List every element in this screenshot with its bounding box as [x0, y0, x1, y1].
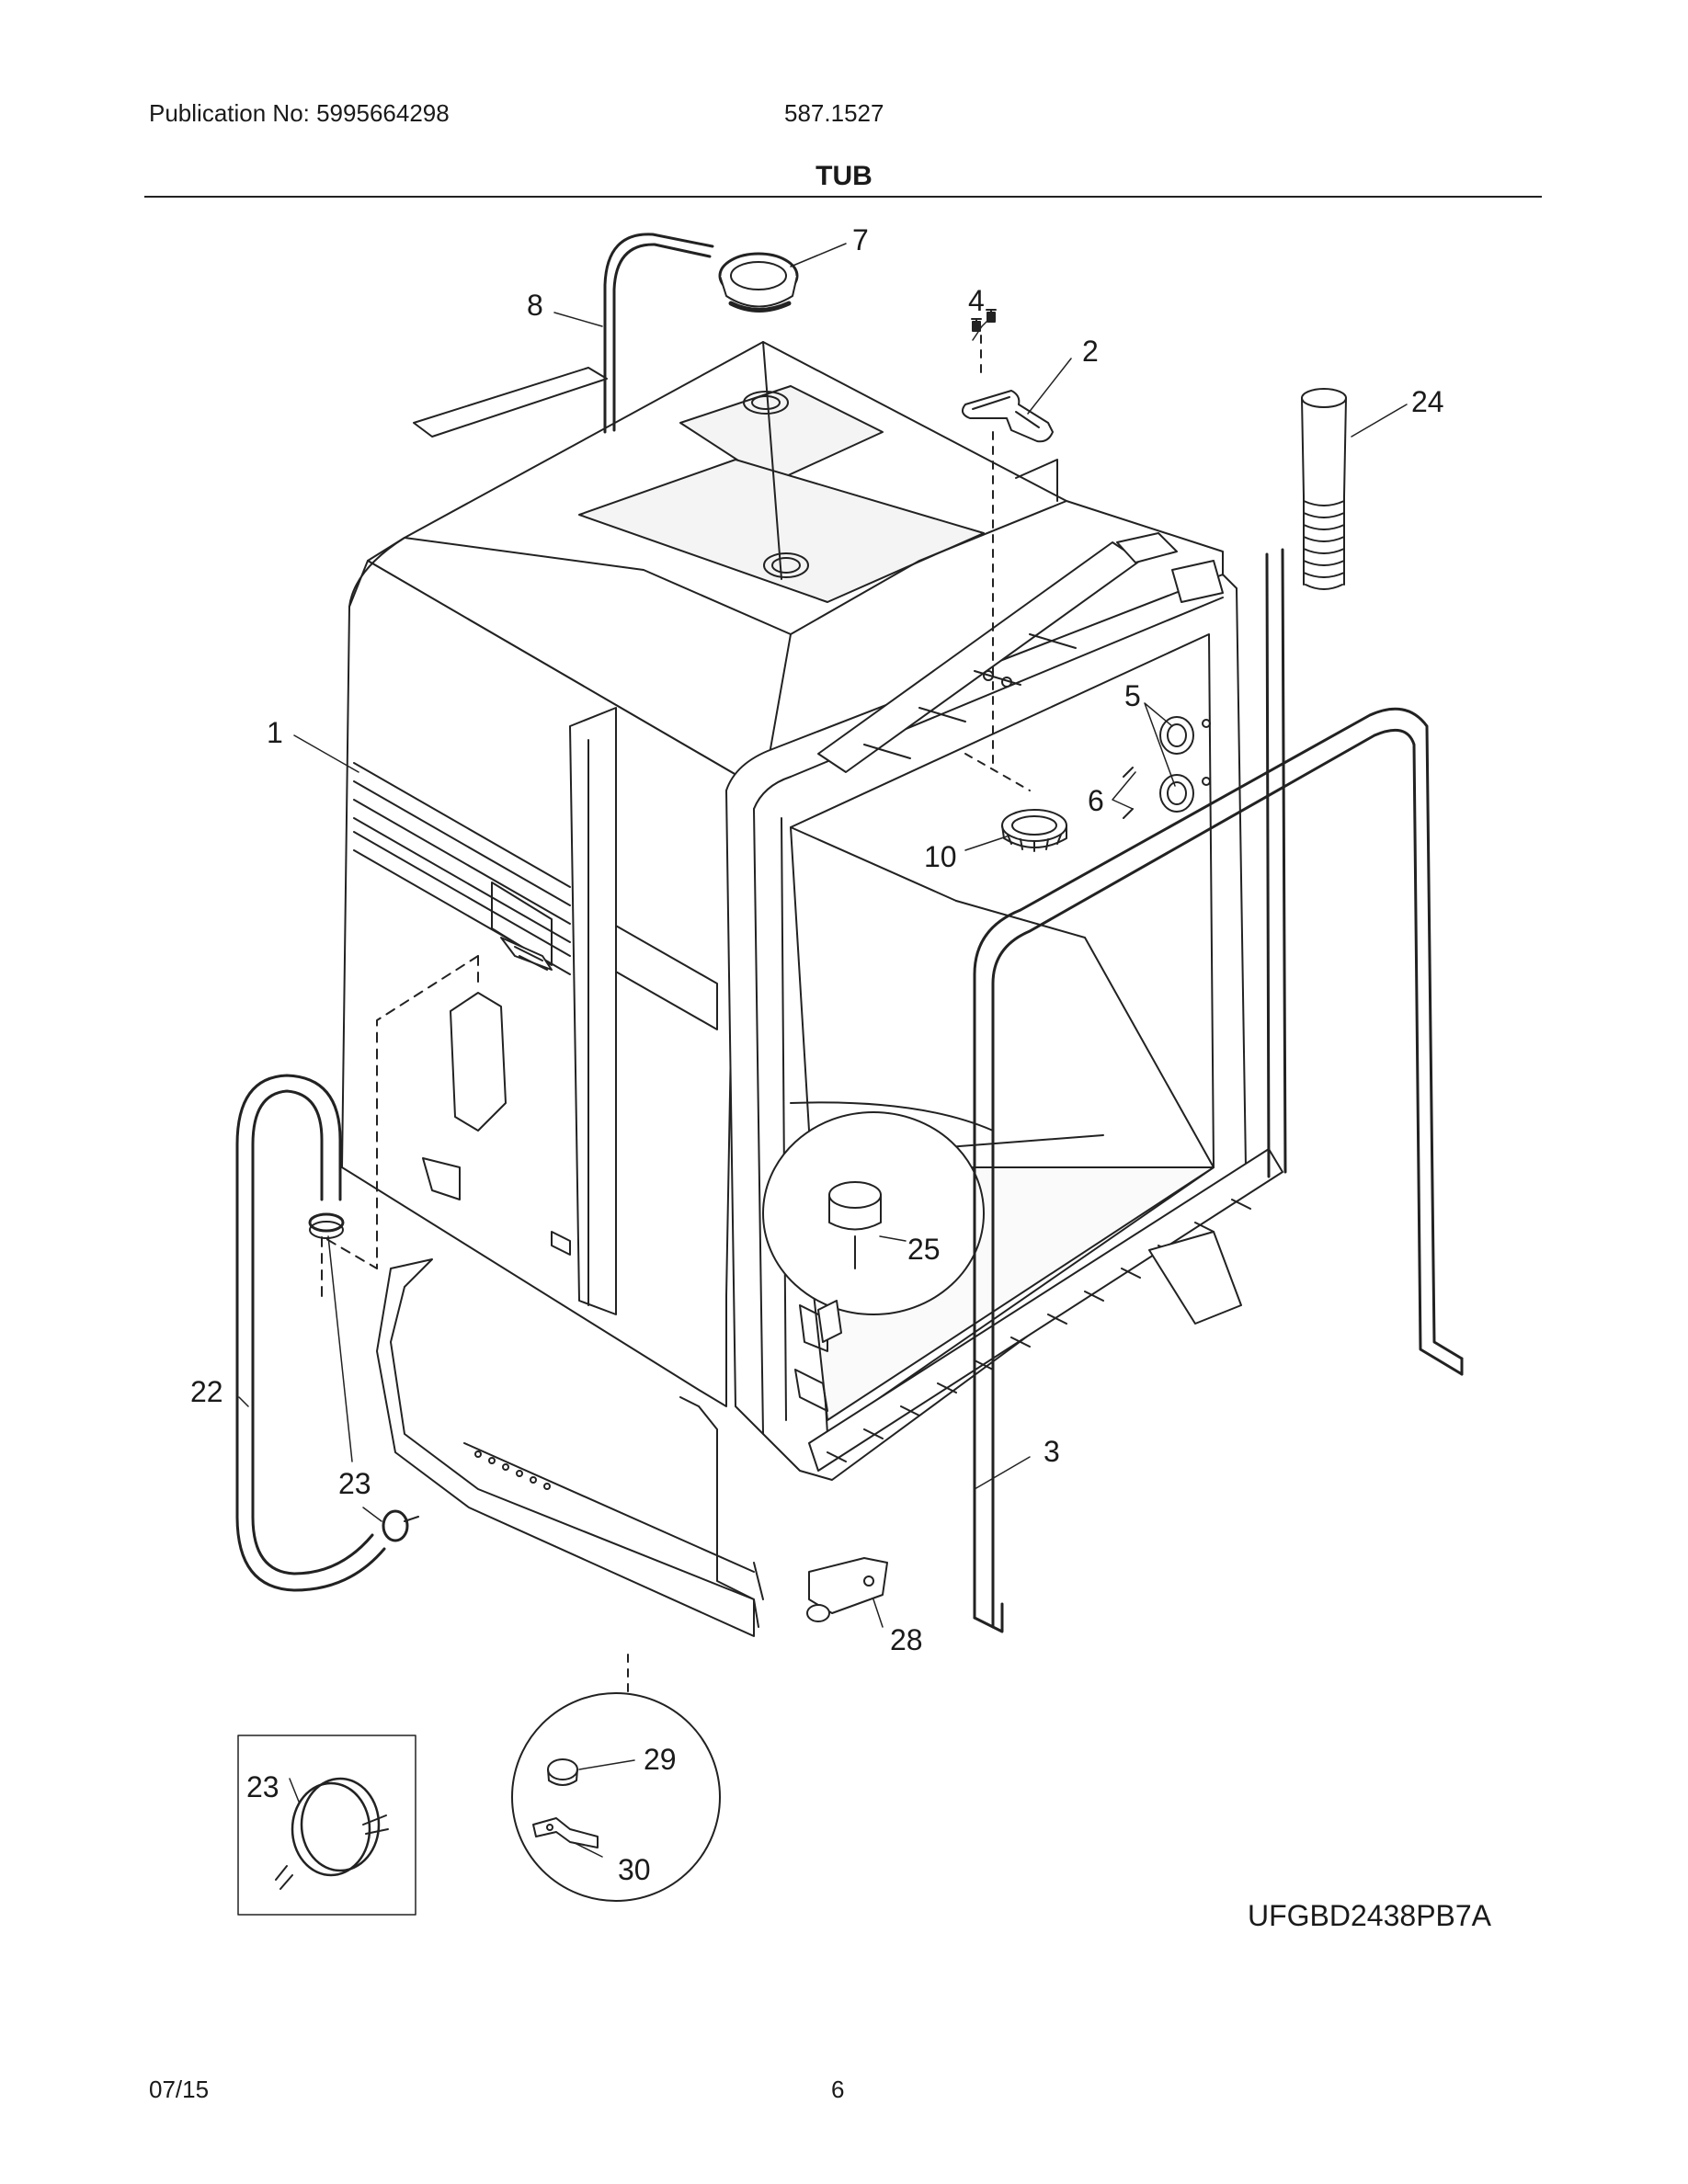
hose-clamps [308, 1212, 419, 1542]
ring-nut [1001, 809, 1067, 852]
callout-23-detail: 23 [246, 1770, 279, 1803]
callout-numbers: 7 8 4 2 24 5 6 10 1 25 22 3 23 28 29 30 … [190, 223, 1444, 1886]
door-gasket [973, 548, 1464, 1633]
vent-cap [718, 252, 799, 313]
callout-2: 2 [1082, 335, 1099, 368]
callout-3: 3 [1044, 1435, 1060, 1468]
callout-29: 29 [644, 1743, 677, 1776]
sump-sensor [817, 1300, 842, 1343]
clamp-detail-box [237, 1735, 416, 1916]
header-divider [144, 196, 1542, 198]
callout-6: 6 [1088, 784, 1104, 817]
callout-5: 5 [1124, 679, 1141, 712]
callout-8: 8 [527, 289, 543, 322]
callout-22: 22 [190, 1375, 223, 1408]
drain-hose [235, 1074, 386, 1592]
leader-lines [238, 243, 1408, 1858]
callout-28: 28 [890, 1623, 923, 1656]
tub-body [321, 341, 1283, 1637]
corrugated-tube [1301, 388, 1347, 590]
publication-number: Publication No: 5995664298 [149, 99, 450, 127]
callout-23-main: 23 [338, 1467, 371, 1500]
model-code: UFGBD2438PB7A [1248, 1899, 1492, 1932]
callout-4: 4 [968, 284, 985, 317]
footer-date: 07/15 [149, 2076, 210, 2103]
inlet-hose [603, 233, 714, 434]
page-number: 6 [831, 2076, 845, 2103]
assembly-guides [627, 335, 1031, 1692]
callout-1: 1 [267, 716, 283, 749]
callout-10: 10 [924, 840, 957, 873]
callout-24: 24 [1411, 385, 1444, 418]
plugs [1123, 716, 1211, 819]
callout-25: 25 [907, 1233, 941, 1266]
callout-30: 30 [618, 1853, 651, 1886]
switch-bracket [806, 1557, 888, 1622]
model-number: 587.1527 [784, 99, 884, 127]
section-title: TUB [815, 161, 873, 191]
callout-7: 7 [852, 223, 869, 256]
bracket [961, 390, 1054, 443]
sensor-detail-circle [511, 1692, 721, 1902]
